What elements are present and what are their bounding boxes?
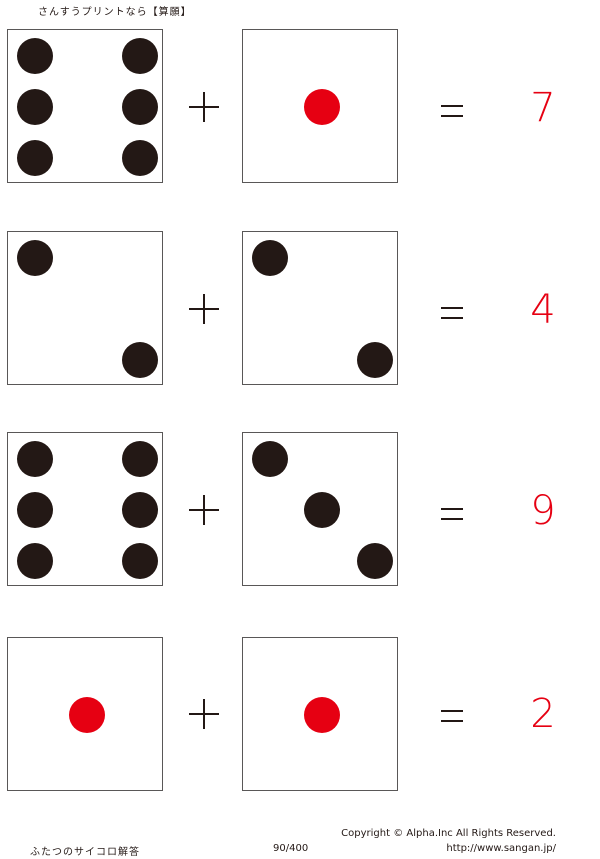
pip-icon (17, 492, 53, 528)
pip-icon (357, 543, 393, 579)
plus-icon (189, 495, 219, 525)
pip-icon (17, 38, 53, 74)
site-title: さんすうプリントなら【算願】 (38, 7, 192, 18)
site-url: http://www.sangan.jp/ (446, 843, 556, 854)
answer: 9 (530, 488, 556, 534)
plus-icon (189, 699, 219, 729)
equals-icon (441, 307, 463, 319)
die-left-two (7, 231, 163, 385)
plus-icon (189, 294, 219, 324)
equals-icon (441, 508, 463, 520)
pip-icon (122, 342, 158, 378)
answer: 2 (530, 691, 556, 737)
plus-icon (189, 92, 219, 122)
answer: 4 (530, 287, 556, 333)
copyright: Copyright © Alpha.Inc All Rights Reserve… (341, 828, 556, 839)
pip-icon (17, 240, 53, 276)
worksheet-title: ふたつのサイコロ解答 (30, 847, 140, 858)
pip-icon (252, 441, 288, 477)
red-pip-icon (69, 697, 105, 733)
pip-icon (122, 492, 158, 528)
die-left-six (7, 29, 163, 183)
die-left-six (7, 432, 163, 586)
die-right-one (242, 637, 398, 791)
pip-icon (122, 441, 158, 477)
pip-icon (122, 543, 158, 579)
pip-icon (17, 543, 53, 579)
red-pip-icon (304, 89, 340, 125)
pip-icon (122, 140, 158, 176)
red-pip-icon (304, 697, 340, 733)
equals-icon (441, 710, 463, 722)
pip-icon (17, 89, 53, 125)
equals-icon (441, 105, 463, 117)
pip-icon (304, 492, 340, 528)
pip-icon (122, 38, 158, 74)
answer: 7 (530, 85, 556, 131)
pip-icon (252, 240, 288, 276)
die-left-one (7, 637, 163, 791)
die-right-one (242, 29, 398, 183)
pip-icon (17, 140, 53, 176)
die-right-two (242, 231, 398, 385)
pip-icon (122, 89, 158, 125)
pip-icon (357, 342, 393, 378)
page-number: 90/400 (273, 843, 309, 854)
die-right-three (242, 432, 398, 586)
pip-icon (17, 441, 53, 477)
